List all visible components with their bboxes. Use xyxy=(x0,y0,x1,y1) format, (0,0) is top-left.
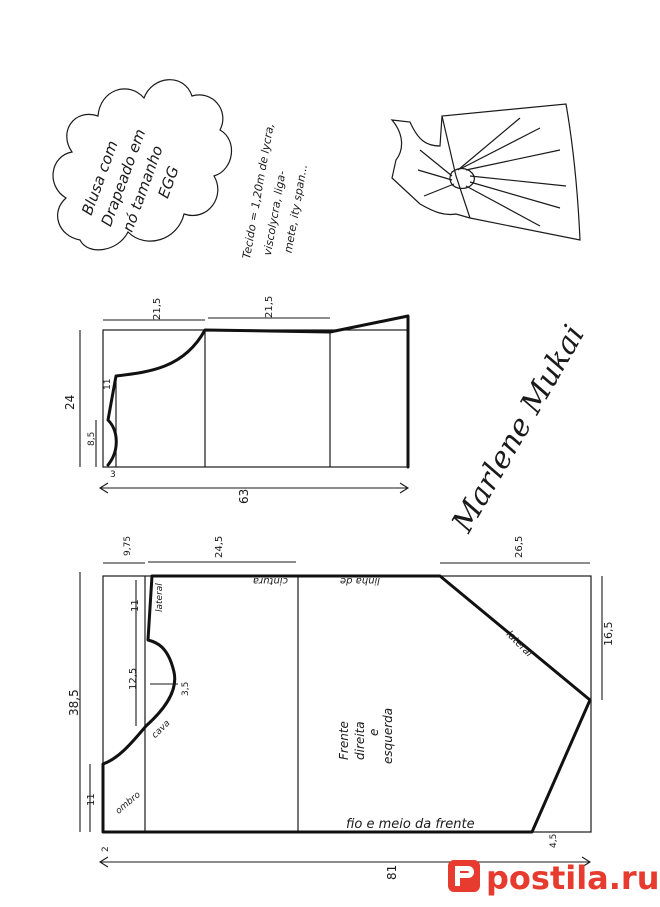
front-label-frente-3: e xyxy=(367,729,381,736)
title-cloud: Blusa com Drapeado em nó tamanho EGG xyxy=(52,79,233,251)
front-dim-top-c: 26,5 xyxy=(514,536,525,558)
logo-p-mark xyxy=(455,866,474,886)
front-label-frente-4: esquerda xyxy=(381,708,395,764)
front-label-linha-de: linha de xyxy=(340,575,380,586)
front-dim-width: 81 xyxy=(385,865,399,880)
front-label-frente-2: direita xyxy=(353,721,367,760)
back-dim-bottom-small: 3 xyxy=(110,470,116,480)
watermark-logo: postila.ru xyxy=(448,859,659,897)
back-dim-shoulder: 11 xyxy=(103,379,113,390)
signature-text: Marlene Mukai xyxy=(445,319,592,539)
front-pattern: 9,75 24,5 26,5 38,5 11 11 12,5 3,5 16,5 … xyxy=(67,536,615,880)
back-pattern: 21,5 21,5 24 8,5 11 3 63 xyxy=(63,296,410,504)
front-label-cava: cava xyxy=(150,718,172,740)
front-dim-bottom-right: 4,5 xyxy=(549,834,559,848)
signature: Marlene Mukai xyxy=(445,319,592,539)
front-dim-armhole: 12,5 xyxy=(128,668,139,690)
back-dim-top-right: 21,5 xyxy=(264,296,275,318)
back-dim-neck: 8,5 xyxy=(87,432,97,446)
front-dim-top-a: 9,75 xyxy=(123,536,133,556)
front-dim-height: 38,5 xyxy=(67,689,81,716)
back-dim-top-left: 21,5 xyxy=(152,298,163,320)
front-dim-shoulder-bottom: 11 xyxy=(86,793,97,806)
cloud-outline xyxy=(52,79,233,251)
front-dim-bottom-left: 2 xyxy=(101,846,111,852)
front-label-lateral-upper: lateral xyxy=(155,583,165,612)
front-label-fio: fio e meio da frente xyxy=(346,817,475,832)
back-dim-width: 63 xyxy=(237,489,251,504)
front-label-cintura: cintura xyxy=(253,575,288,586)
front-dim-right-side: 16,5 xyxy=(602,622,615,647)
fabric-note: Tecido = 1,20m de lycra, viscolycra, lig… xyxy=(240,122,310,260)
front-label-ombro: ombro xyxy=(114,790,143,817)
front-dim-armhole-depth: 3,5 xyxy=(181,682,191,696)
garment-sketch xyxy=(390,103,581,241)
front-label-frente-1: Frente xyxy=(337,721,351,760)
front-dim-top-b: 24,5 xyxy=(214,536,225,558)
front-dim-lateral-upper: 11 xyxy=(130,599,141,612)
back-cut-line xyxy=(106,314,410,469)
front-cut-line xyxy=(101,574,592,834)
front-label-lateral-right: lateral xyxy=(504,629,535,660)
watermark-text: postila.ru xyxy=(486,859,659,897)
back-dim-height: 24 xyxy=(63,395,77,410)
